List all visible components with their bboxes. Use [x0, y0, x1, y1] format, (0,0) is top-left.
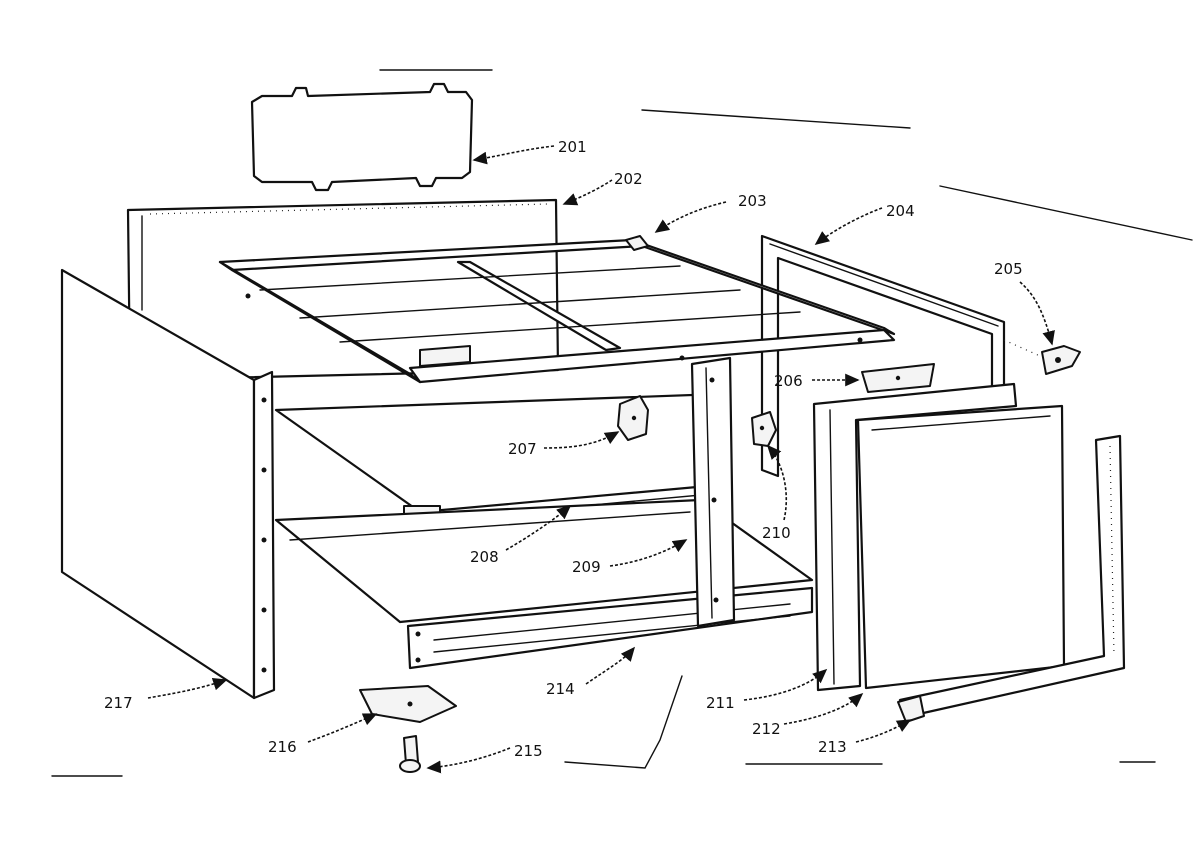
leader-lines: [147, 145, 1055, 774]
callout-210: 210: [762, 524, 791, 542]
part-203-top-frame: [218, 235, 896, 384]
callout-205: 205: [994, 260, 1023, 278]
callout-216: 216: [268, 738, 297, 756]
part-216-mounting-plate: [359, 685, 457, 723]
callout-206: 206: [774, 372, 803, 390]
callout-213: 213: [818, 738, 847, 756]
callout-204: 204: [886, 202, 915, 220]
callout-208: 208: [470, 548, 499, 566]
part-204-right-side-rail: [760, 234, 1006, 478]
part-211-door-frame: [812, 382, 1018, 692]
callout-labels: 201 202 203 204 205 206 207 208 209 210 …: [104, 138, 1023, 760]
part-215-leveling-foot: [399, 735, 421, 773]
callout-201: 201: [558, 138, 587, 156]
scan-marks: [51, 69, 1193, 777]
part-206-bracket: [861, 363, 935, 393]
callout-211: 211: [706, 694, 735, 712]
part-212-door-panel: [856, 404, 1066, 690]
callout-209: 209: [572, 558, 601, 576]
callout-215: 215: [514, 742, 543, 760]
part-213-door-seal: [897, 434, 1126, 723]
part-201-cover-plate: [250, 82, 474, 192]
part-217-left-side-panel: [60, 268, 276, 700]
callout-212: 212: [752, 720, 781, 738]
callout-207: 207: [508, 440, 537, 458]
part-209-center-post: [690, 356, 736, 628]
callout-202: 202: [614, 170, 643, 188]
part-205-hinge: [1003, 339, 1081, 375]
callout-203: 203: [738, 192, 767, 210]
part-207-bracket: [617, 395, 649, 441]
callout-217: 217: [104, 694, 133, 712]
callout-214: 214: [546, 680, 575, 698]
part-210-bracket: [751, 411, 777, 447]
